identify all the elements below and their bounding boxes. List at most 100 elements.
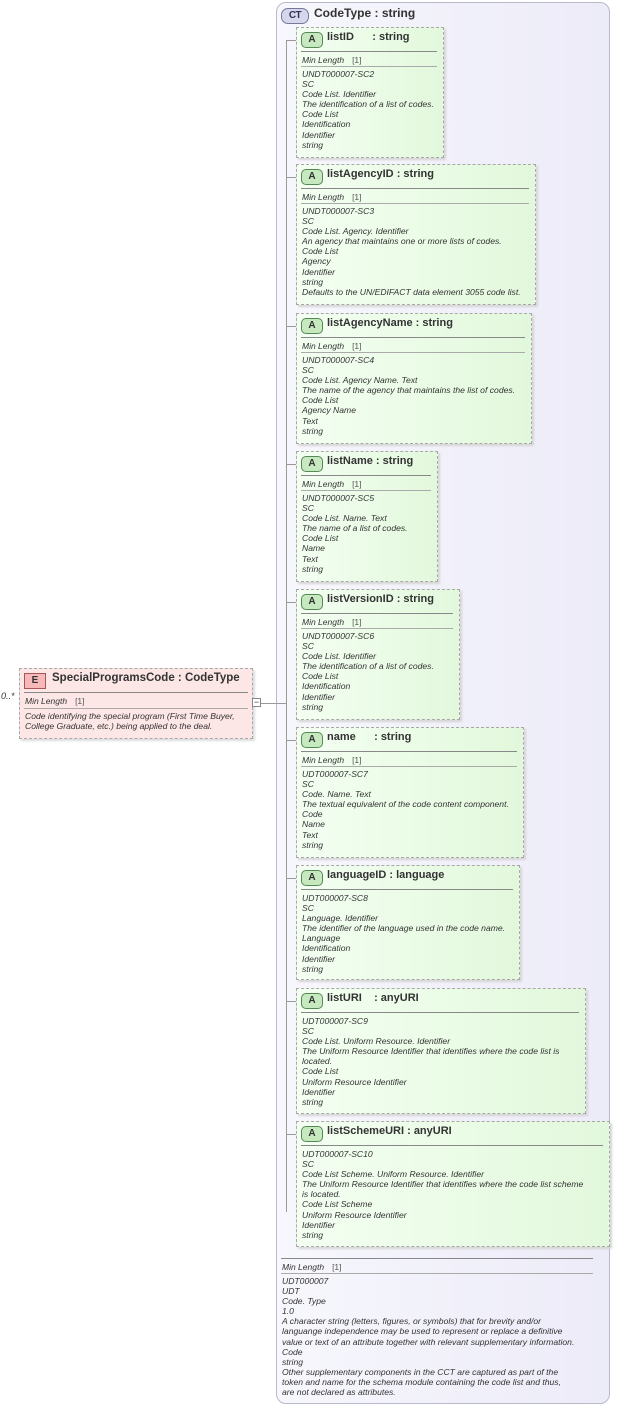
doc-line: UNDT000007-SC5 bbox=[302, 493, 375, 503]
attribute-separator: : bbox=[355, 731, 381, 743]
doc-line: The Uniform Resource Identifier that ide… bbox=[302, 1179, 584, 1190]
doc-line: Identifier bbox=[302, 1086, 335, 1097]
attribute-card-listID[interactable] bbox=[296, 27, 444, 158]
doc-line: Language. Identifier bbox=[302, 913, 378, 924]
doc-line: Code List Scheme bbox=[302, 1199, 373, 1210]
doc-line: The identifier of the language used in t… bbox=[302, 923, 506, 934]
doc-line: UDT000007-SC7 bbox=[302, 769, 368, 779]
attribute-badge: A bbox=[301, 32, 323, 48]
doc-line: string bbox=[302, 139, 324, 150]
attribute-card-listVersionID[interactable] bbox=[296, 589, 460, 720]
doc-line: Code bbox=[282, 1346, 303, 1357]
attribute-card-listName[interactable] bbox=[296, 451, 438, 582]
doc-line: UDT000007-SC9 bbox=[302, 1016, 368, 1026]
doc-line: token and name for the schema module con… bbox=[282, 1376, 561, 1387]
divider bbox=[301, 1012, 579, 1013]
element-box[interactable] bbox=[19, 668, 253, 739]
doc-line: string bbox=[302, 276, 324, 287]
divider bbox=[301, 751, 517, 752]
divider bbox=[281, 1258, 593, 1259]
attribute-name: listURI bbox=[327, 992, 362, 1004]
doc-line: string bbox=[302, 1229, 324, 1240]
doc-line: located. bbox=[302, 1056, 333, 1067]
connector-line bbox=[286, 177, 296, 178]
divider bbox=[301, 203, 529, 204]
doc-line: UNDT000007-SC3 bbox=[302, 206, 375, 216]
complex-type-type: string bbox=[381, 6, 416, 20]
doc-line: Code List. Agency. Identifier bbox=[302, 226, 409, 237]
doc-line: Defaults to the UN/EDIFACT data element … bbox=[302, 286, 521, 297]
connector-line bbox=[286, 878, 296, 879]
doc-line: string bbox=[302, 839, 324, 850]
divider bbox=[301, 337, 525, 338]
doc-line: Identification bbox=[302, 943, 351, 954]
doc-line: Other supplementary components in the CC… bbox=[282, 1366, 559, 1377]
divider bbox=[301, 352, 525, 353]
attribute-facet: Min Length[1] bbox=[302, 192, 362, 202]
connector-line bbox=[286, 1001, 296, 1002]
attribute-badge: A bbox=[301, 456, 323, 472]
doc-line: Code List. Identifier bbox=[302, 651, 377, 662]
element-type: CodeType bbox=[184, 672, 240, 684]
divider bbox=[301, 51, 437, 52]
attribute-card-listSchemeURI[interactable] bbox=[296, 1121, 610, 1247]
doc-line: The identification of a list of codes. bbox=[302, 99, 434, 110]
attribute-type: string bbox=[378, 31, 410, 43]
doc-line: string bbox=[302, 563, 324, 574]
collapse-toggle[interactable]: − bbox=[252, 697, 261, 707]
divider bbox=[301, 1145, 603, 1146]
attribute-badge: A bbox=[301, 169, 323, 185]
doc-line: Code List. Uniform Resource. Identifier bbox=[302, 1036, 451, 1047]
attribute-title: listVersionID : string bbox=[327, 593, 434, 605]
doc-line: SC bbox=[302, 79, 314, 90]
doc-line: Name bbox=[302, 819, 325, 830]
doc-line: languange independence may be used to re… bbox=[282, 1326, 563, 1337]
doc-line: Identifier bbox=[302, 953, 335, 964]
attribute-separator: : bbox=[361, 992, 381, 1004]
doc-line: SC bbox=[302, 903, 314, 914]
attribute-badge: A bbox=[301, 594, 323, 610]
doc-line: Language bbox=[302, 933, 341, 944]
doc-line: string bbox=[302, 701, 324, 712]
divider bbox=[301, 766, 517, 767]
attribute-card-listAgencyID[interactable] bbox=[296, 164, 536, 305]
doc-line: Code List bbox=[302, 246, 339, 257]
element-documentation: Code identifying the special program (Fi… bbox=[25, 711, 235, 732]
doc-line: The name of the agency that maintains th… bbox=[302, 385, 516, 396]
doc-line: UDT000007 bbox=[282, 1276, 329, 1286]
connector-line bbox=[286, 464, 296, 465]
attribute-type: string bbox=[380, 731, 412, 743]
doc-line: value or text of an attribute together w… bbox=[282, 1336, 575, 1347]
doc-line: Text bbox=[302, 829, 318, 840]
doc-line: Text bbox=[302, 553, 318, 564]
attribute-badge: A bbox=[301, 732, 323, 748]
divider bbox=[301, 490, 431, 491]
doc-line: Agency Name bbox=[302, 405, 356, 416]
attribute-badge: A bbox=[301, 993, 323, 1009]
attribute-tree-line bbox=[286, 40, 287, 1212]
doc-line: Identification bbox=[302, 681, 351, 692]
doc-line: SC bbox=[302, 779, 314, 790]
attribute-card-name[interactable] bbox=[296, 727, 524, 858]
doc-line: An agency that maintains one or more lis… bbox=[302, 236, 502, 247]
doc-line: Name bbox=[302, 543, 325, 554]
doc-line: Code List Scheme. Uniform Resource. Iden… bbox=[302, 1169, 484, 1180]
doc-line: Code List. Agency Name. Text bbox=[302, 375, 418, 386]
doc-line: UNDT000007-SC4 bbox=[302, 355, 375, 365]
attribute-card-languageID[interactable] bbox=[296, 865, 520, 980]
doc-line: Text bbox=[302, 415, 318, 426]
attribute-type: anyURI bbox=[380, 992, 419, 1004]
connector-line bbox=[286, 40, 296, 41]
doc-line: Code. Name. Text bbox=[302, 789, 371, 800]
doc-line: UDT000007-SC10 bbox=[302, 1149, 373, 1159]
attribute-card-listAgencyName[interactable] bbox=[296, 313, 532, 444]
attribute-type: string bbox=[403, 593, 434, 605]
doc-line: UDT000007-SC8 bbox=[302, 893, 368, 903]
doc-line: The Uniform Resource Identifier that ide… bbox=[302, 1046, 560, 1057]
attribute-card-listURI[interactable] bbox=[296, 988, 586, 1114]
